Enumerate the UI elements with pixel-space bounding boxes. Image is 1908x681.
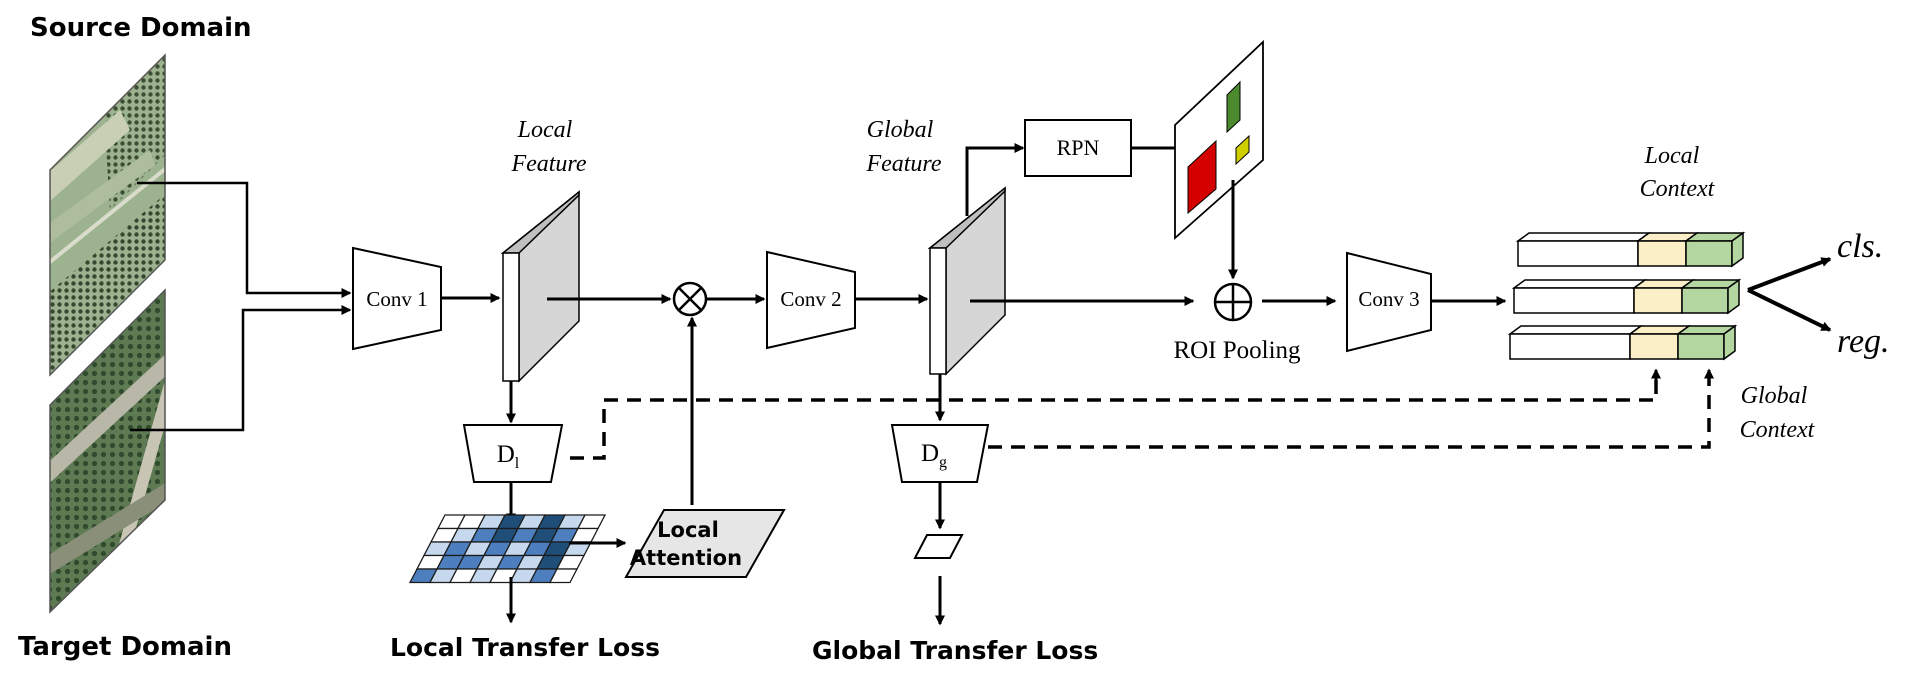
local-attention-heatmap — [408, 514, 607, 584]
global-context-segment — [1677, 333, 1725, 360]
region-proposals — [1174, 39, 1264, 241]
global-feature-label-1: Global — [867, 117, 934, 143]
arrow-global-to-rpn — [965, 143, 1025, 216]
local-context-segment — [1629, 333, 1679, 360]
local-context-path — [570, 378, 1658, 460]
rpn-block: RPN — [1024, 119, 1132, 177]
local-feature-label-2: Feature — [510, 151, 586, 177]
svg-text:Dl: Dl — [497, 441, 520, 472]
local-context-segment — [1637, 240, 1687, 267]
global-context-segment — [1685, 240, 1733, 267]
global-context-path — [988, 378, 1711, 449]
dl-main: D — [497, 441, 515, 468]
instance-feature-segment-top — [1515, 232, 1652, 242]
feature-vector-side — [1723, 324, 1736, 361]
conv1-label: Conv 1 — [366, 287, 427, 311]
rpn-label: RPN — [1057, 135, 1100, 160]
arrow-to-reg — [1747, 288, 1832, 332]
global-feature-label-2: Feature — [865, 151, 941, 177]
input-connectors — [130, 181, 352, 432]
feature-vector-side — [1727, 278, 1740, 315]
global-context-segment — [1681, 287, 1729, 314]
context-dashed-paths — [570, 378, 1711, 460]
conv2-label: Conv 2 — [780, 287, 841, 311]
svg-text:Dg: Dg — [921, 440, 947, 471]
heatmap-cell — [548, 568, 579, 584]
dg-sub: g — [939, 454, 947, 471]
conv2-block: Conv 2 — [766, 250, 856, 350]
source-image-frame — [49, 53, 166, 377]
global-feature-map — [927, 186, 1006, 376]
proposal-yellow-box — [1235, 134, 1250, 166]
local-discriminator: Dl — [462, 424, 564, 483]
cls-output-label: cls. — [1837, 228, 1883, 265]
instance-feature-segment-top — [1511, 279, 1648, 289]
instance-feature-segment — [1517, 240, 1639, 267]
instance-feature-segment — [1509, 333, 1631, 360]
instance-feature-segment — [1513, 287, 1635, 314]
conv3-block: Conv 3 — [1346, 251, 1432, 353]
target-image-frame — [49, 288, 166, 614]
reg-output-label: reg. — [1837, 323, 1890, 360]
conv3-label: Conv 3 — [1358, 287, 1419, 311]
dl-sub: l — [515, 455, 520, 472]
global-discriminator: Dg — [890, 424, 990, 483]
dg-main: D — [921, 440, 939, 467]
local-attention-block: Local Attention — [624, 509, 786, 578]
local-feature-label-1: Local — [517, 117, 573, 143]
local-context-segment — [1633, 287, 1683, 314]
arrow-to-cls — [1747, 257, 1832, 292]
proposal-green-box — [1226, 80, 1241, 134]
roi-sum-node — [1213, 282, 1253, 322]
feature-vector-side — [1731, 231, 1744, 268]
local-context-label-1: Local — [1644, 143, 1700, 169]
target-domain-label: Target Domain — [18, 632, 232, 662]
global-feature-vector — [913, 534, 964, 559]
local-attention-label-1: Local — [657, 518, 719, 542]
global-context-label-1: Global — [1741, 383, 1808, 409]
local-transfer-loss-label: Local Transfer Loss — [390, 633, 660, 662]
local-feature-map — [500, 190, 580, 383]
global-transfer-loss-label: Global Transfer Loss — [812, 636, 1098, 665]
instance-feature-segment-top — [1507, 325, 1644, 335]
roi-pooling-label: ROI Pooling — [1173, 337, 1301, 364]
proposal-red-box — [1187, 139, 1217, 215]
source-domain-label: Source Domain — [30, 13, 252, 43]
conv1-block: Conv 1 — [352, 246, 442, 351]
local-context-label-2: Context — [1640, 176, 1716, 202]
multiply-node — [672, 281, 708, 317]
local-attention-label-2: Attention — [630, 546, 742, 570]
global-context-label-2: Context — [1740, 417, 1816, 443]
context-feature-vectors — [1507, 231, 1746, 361]
